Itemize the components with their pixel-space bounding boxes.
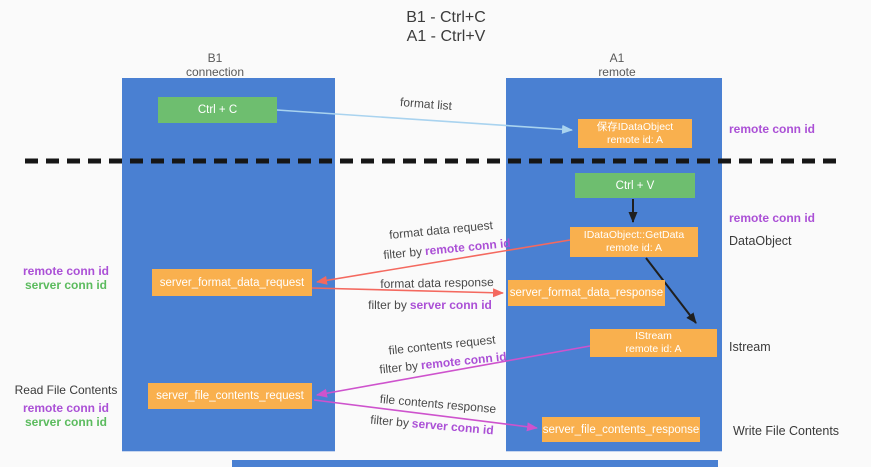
server-format-data-request-label: server_format_data_request	[159, 276, 305, 289]
istream-line1: IStream	[635, 330, 672, 342]
title-line-1: B1 - Ctrl+C	[406, 9, 486, 26]
getdata-to-istream-arrow	[645, 257, 697, 324]
lifeline-a1-role: remote	[598, 65, 636, 79]
read-file-contents-annotation: Read File Contents	[14, 383, 118, 397]
left-conn-id-annotation-top: remote conn id server conn id	[14, 264, 118, 292]
save-dataobject-line1: 保存IDataObject	[596, 120, 674, 133]
file-contents-response-arrow	[313, 399, 538, 432]
server-format-data-response-node: server_format_data_response	[508, 280, 665, 306]
getdata-line2: remote id: A	[605, 242, 663, 254]
server-file-contents-response-label: server_file_contents_response	[542, 423, 700, 436]
left-conn-id-annotation-bottom: remote conn id server conn id	[14, 401, 118, 429]
lifeline-header-b1: B1 connection	[160, 51, 270, 79]
server-format-data-response-label: server_format_data_response	[509, 287, 664, 299]
server-format-data-request-node: server_format_data_request	[152, 269, 312, 296]
istream-node: IStream remote id: A	[590, 329, 717, 357]
save-dataobject-node: 保存IDataObject remote id: A	[578, 119, 692, 148]
save-dataobject-line2: remote id: A	[606, 133, 664, 146]
lifeline-b1-name: B1	[207, 51, 223, 65]
bottom-bar	[232, 460, 718, 467]
format-data-response-arrow	[311, 287, 504, 298]
ctrl-v-label: Ctrl + V	[615, 179, 655, 192]
server-conn-id-key: server conn id	[409, 298, 492, 312]
filter-by-text: filter by	[368, 298, 407, 312]
lifeline-header-a1: A1 remote	[562, 51, 672, 79]
ctrl-v-node: Ctrl + V	[575, 173, 695, 198]
left-server-conn-id-top: server conn id	[24, 278, 108, 292]
diagram-title: B1 - Ctrl+C A1 - Ctrl+V	[306, 8, 586, 46]
ctrl-c-label: Ctrl + C	[197, 104, 238, 116]
format-data-response-label: format data response	[380, 275, 494, 291]
left-remote-conn-id-top: remote conn id	[22, 264, 109, 278]
title-line-2: A1 - Ctrl+V	[406, 28, 486, 45]
dataobject-annotation: DataObject	[729, 234, 792, 248]
left-remote-conn-id-bottom: remote conn id	[22, 401, 109, 415]
write-file-contents-annotation: Write File Contents	[733, 424, 840, 438]
server-file-contents-response-node: server_file_contents_response	[542, 417, 700, 442]
istream-annotation: Istream	[729, 340, 771, 354]
lifeline-a1-name: A1	[609, 51, 625, 65]
remote-conn-id-annotation-mid: remote conn id	[729, 211, 816, 225]
file-contents-request-arrow	[316, 345, 591, 398]
ctrl-c-node: Ctrl + C	[158, 97, 277, 123]
format-list-arrow	[276, 109, 573, 134]
getdata-node: IDataObject::GetData remote id: A	[570, 227, 698, 257]
format-data-request-arrow	[316, 239, 571, 285]
getdata-line1: IDataObject::GetData	[583, 229, 685, 241]
server-file-contents-request-node: server_file_contents_request	[148, 383, 312, 409]
left-server-conn-id-bottom: server conn id	[24, 415, 108, 429]
remote-conn-id-annotation-top: remote conn id	[729, 122, 816, 136]
istream-line2: remote id: A	[625, 343, 682, 355]
server-file-contents-request-label: server_file_contents_request	[156, 390, 304, 402]
lifeline-b1-role: connection	[185, 65, 245, 79]
